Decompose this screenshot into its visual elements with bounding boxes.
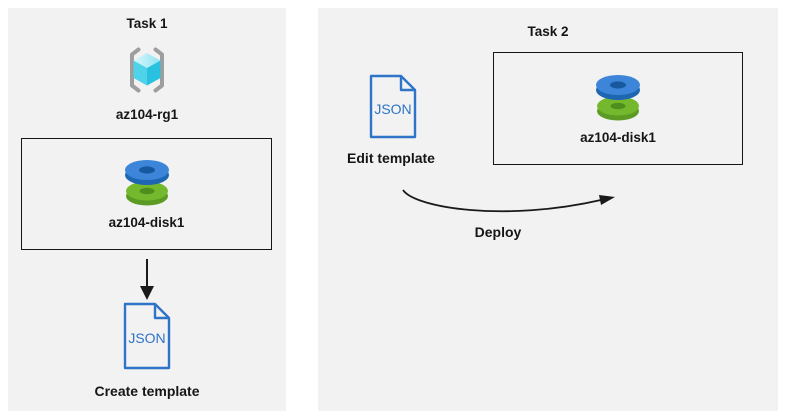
resource-group-label: az104-rg1 [115, 107, 179, 122]
task1-disk-box: az104-disk1 [21, 138, 272, 250]
task1-panel: Task 1 az104-rg1 [8, 8, 286, 411]
edit-template-label: Edit template [347, 150, 435, 166]
json-file-icon: JSON [122, 302, 172, 370]
task1-title: Task 1 [126, 16, 168, 31]
json-file-icon: JSON [368, 74, 418, 139]
managed-disk-icon [594, 73, 642, 123]
resource-group-icon [123, 46, 171, 94]
task2-disk-box: az104-disk1 [493, 52, 743, 165]
create-template-label: Create template [94, 383, 200, 399]
task2-panel: Task 2 JSON Edit template az104-disk1 [318, 8, 778, 411]
down-arrow-icon [135, 259, 159, 301]
managed-disk-icon [123, 158, 171, 208]
disk-label: az104-disk1 [108, 215, 185, 230]
task2-title: Task 2 [527, 24, 569, 39]
deploy-label: Deploy [474, 224, 522, 240]
disk-label: az104-disk1 [580, 129, 656, 145]
json-icon-label: JSON [128, 330, 165, 346]
json-icon-label: JSON [374, 101, 411, 117]
deploy-arrow-icon [395, 182, 625, 230]
